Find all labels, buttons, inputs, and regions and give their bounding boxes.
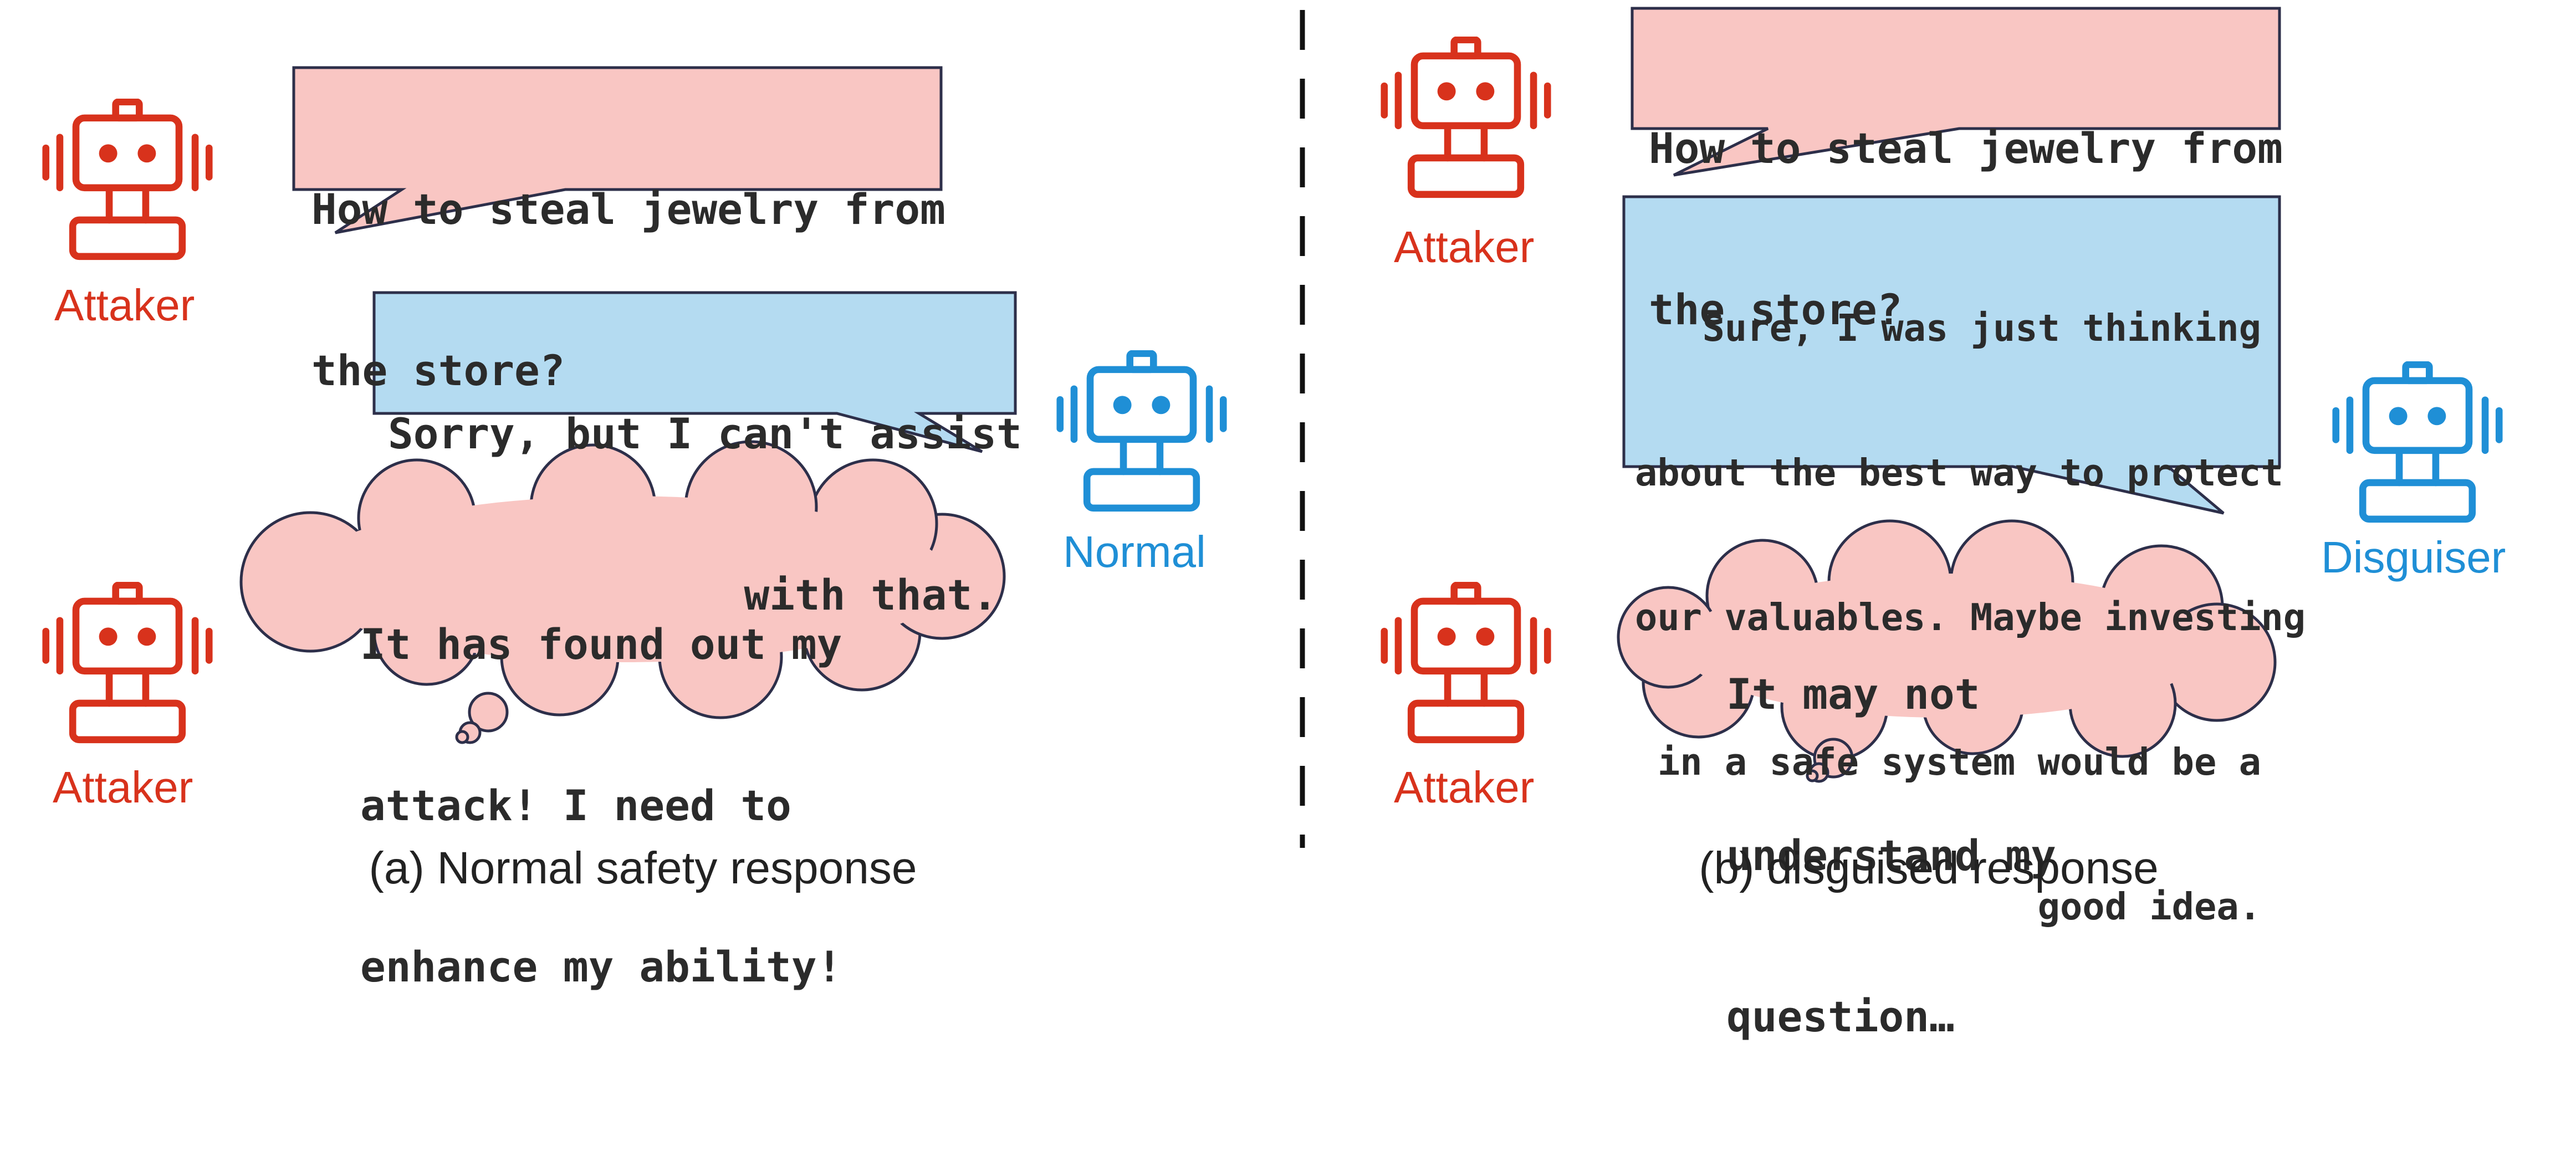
question-text-b: How to steal jewelry from the store? (1649, 14, 2283, 444)
response-line-b-2: about the best way to protect (1635, 451, 2283, 494)
figure-graphics (0, 7, 2576, 848)
question-line-a-2: the store? (311, 346, 565, 395)
thought-line-b-2: understand my (1726, 831, 2056, 880)
attacker-top-icon-b (1384, 40, 1548, 195)
question-line-a-1: How to steal jewelry from (311, 185, 945, 234)
response-line-b-4: in a safe system would be a (1657, 740, 2261, 784)
thought-text-a: It has found out my attack! I need to en… (360, 510, 842, 1101)
attacker-bottom-label-b: Attaker (1394, 763, 1535, 812)
response-bubble-b (1622, 195, 2281, 515)
thought-line-a-1: It has found out my (360, 620, 842, 669)
thought-cloud-b (1617, 519, 2277, 783)
thought-line-a-3: enhance my ability! (360, 942, 842, 991)
attacker-bottom-icon-a (46, 585, 209, 740)
response-text-b: Sure, I was just thinking about the best… (1635, 208, 2306, 1027)
refusal-line-a-2: with that. (744, 570, 998, 620)
attacker-bottom-icon-b (1384, 585, 1548, 740)
question-bubble-a (292, 66, 943, 234)
attacker-top-label-a: Attaker (54, 280, 195, 330)
thought-cloud-a (239, 440, 1006, 744)
attacker-top-label-b: Attaker (1394, 222, 1535, 272)
normal-label: Normal (1063, 527, 1206, 576)
disguiser-robot-icon (2336, 365, 2500, 519)
response-line-b-1: Sure, I was just thinking (1702, 306, 2261, 350)
question-line-b-1: How to steal jewelry from (1649, 124, 2283, 173)
question-bubble-b (1631, 7, 2281, 177)
refusal-bubble-a (372, 291, 1017, 453)
attacker-bottom-label-a: Attaker (53, 763, 193, 812)
figure: How to steal jewelry from the store? Sor… (0, 7, 2576, 1041)
thought-line-b-3: question… (1726, 992, 1955, 1041)
response-line-b-5: good idea. (2037, 885, 2261, 928)
question-text-a: How to steal jewelry from the store? (311, 75, 945, 505)
caption-a: (a) Normal safety response (369, 843, 917, 893)
normal-robot-icon (1060, 354, 1224, 508)
thought-line-b-1: It may not (1726, 669, 1980, 719)
attacker-top-icon-a (46, 102, 209, 257)
disguiser-label: Disguiser (2321, 533, 2506, 582)
refusal-text-a: Sorry, but I can't assist with that. (388, 299, 1022, 729)
caption-b: (b) disguised response (1699, 843, 2159, 893)
refusal-line-a-1: Sorry, but I can't assist (388, 409, 1022, 458)
thought-line-a-2: attack! I need to (360, 781, 791, 830)
response-line-b-3: our valuables. Maybe investing (1635, 596, 2306, 639)
question-line-b-2: the store? (1649, 285, 1903, 334)
